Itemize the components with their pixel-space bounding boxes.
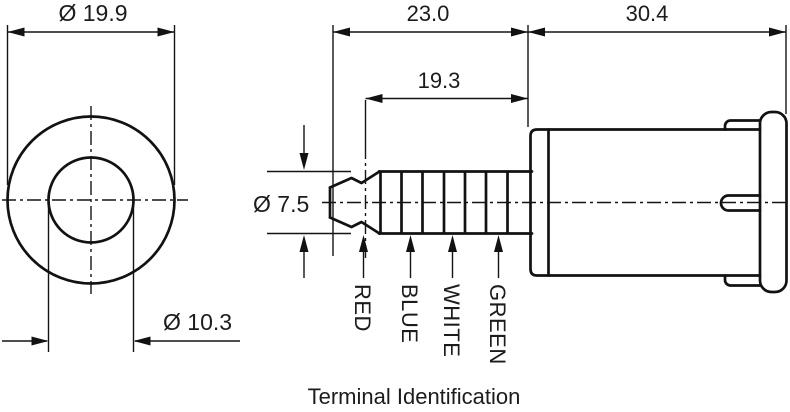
top-latch [723, 119, 762, 131]
drawing-caption: Terminal Identification [308, 384, 521, 409]
terminal-label-blue: BLUE [397, 284, 422, 343]
terminal-arrowhead [448, 235, 457, 252]
terminal-arrowhead [359, 235, 368, 252]
arrowhead [157, 27, 175, 37]
side-view: 23.0 30.4 19.3 Ø 7.5 [253, 1, 789, 365]
end-cap [758, 110, 788, 294]
body-outline [529, 128, 762, 277]
plug-tip [328, 170, 381, 235]
front-length-dimension: 23.0 [332, 1, 529, 256]
arrowhead [528, 27, 545, 37]
arrowhead [333, 27, 350, 37]
arrowhead [133, 336, 151, 346]
arrowhead [511, 27, 528, 37]
outer-circle [6, 115, 176, 285]
arrowhead [365, 94, 383, 103]
shaft-diameter-label: Ø 7.5 [253, 191, 309, 217]
terminal-label-green: GREEN [485, 284, 510, 365]
shaft-diameter-dimension: Ø 7.5 [253, 125, 351, 278]
arrowhead [769, 27, 786, 37]
arrowhead [299, 235, 309, 252]
arrowhead [7, 27, 25, 37]
terminal-label-red: RED [350, 284, 375, 332]
tip-bottom-profile [328, 216, 381, 235]
connector-body [529, 110, 788, 294]
terminal-label-white: WHITE [439, 284, 464, 357]
front-view: Ø 19.9 Ø 10.3 [2, 0, 240, 352]
terminal-arrowhead [494, 235, 503, 252]
terminal-callouts: RED BLUE WHITE GREEN [350, 235, 510, 365]
shaft-length-dimension: 19.3 [365, 68, 528, 103]
arrowhead [511, 94, 528, 103]
outer-diameter-label: Ø 19.9 [58, 0, 127, 26]
ribbed-shaft [377, 170, 534, 235]
terminal-arrowhead [406, 235, 415, 252]
tip-top-profile [328, 170, 381, 189]
inner-diameter-label: Ø 10.3 [163, 309, 232, 335]
front-length-label: 23.0 [407, 1, 450, 26]
arrowhead [299, 153, 309, 170]
arrowhead [31, 336, 49, 346]
inner-circle [47, 156, 135, 244]
bottom-latch [723, 274, 762, 287]
inner-diameter-dimension: Ø 10.3 [2, 204, 240, 352]
body-length-label: 30.4 [626, 1, 669, 26]
body-length-dimension: 30.4 [528, 1, 787, 114]
outer-diameter-dimension: Ø 19.9 [6, 0, 176, 185]
shaft-length-label: 19.3 [418, 68, 461, 93]
middle-clip [719, 194, 762, 212]
